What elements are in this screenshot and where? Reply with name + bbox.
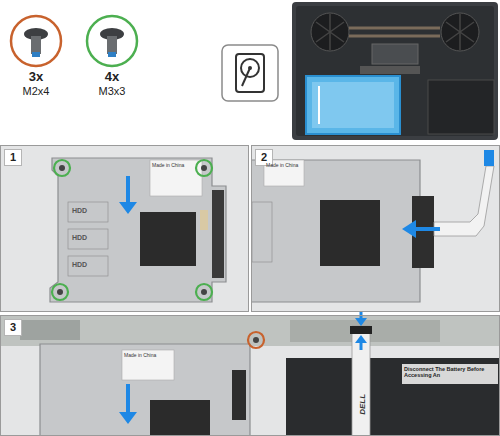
- step-number: 3: [4, 319, 22, 336]
- step-number: 1: [4, 149, 22, 166]
- system-board: [0, 316, 500, 436]
- hdd-bracket: [251, 150, 494, 302]
- sticker-text: HDD: [72, 234, 106, 242]
- screw-callout: 4xM3x3: [82, 12, 142, 112]
- screw-icon: [6, 12, 66, 70]
- logo-text: DELL: [359, 393, 368, 415]
- sticker-text: Made in China: [124, 353, 172, 359]
- warning-label: Disconnect The Battery Before Accessing …: [404, 366, 498, 378]
- sticker-text: HDD: [72, 207, 106, 215]
- screw-size: M2x4: [6, 84, 66, 98]
- step-panel: 1: [0, 145, 249, 312]
- panel-bg: [251, 145, 500, 312]
- step-panel: 2: [251, 145, 500, 312]
- screw-quantity: 3x: [6, 70, 66, 84]
- hdd-bracket: [50, 158, 226, 302]
- screw-icon: [82, 12, 142, 70]
- panel-bg: [0, 315, 500, 436]
- sticker-text: Made in China: [152, 163, 200, 169]
- panel-bg: [0, 145, 249, 312]
- screw-quantity: 4x: [82, 70, 142, 84]
- screw-size: M3x3: [82, 84, 142, 98]
- hdd-icon: [222, 45, 278, 101]
- laptop-interior: [292, 2, 498, 140]
- sticker-text: Made in China: [266, 163, 304, 169]
- battery: [286, 312, 500, 436]
- screw-callout: 3xM2x4: [6, 12, 66, 112]
- sticker-text: HDD: [72, 261, 106, 269]
